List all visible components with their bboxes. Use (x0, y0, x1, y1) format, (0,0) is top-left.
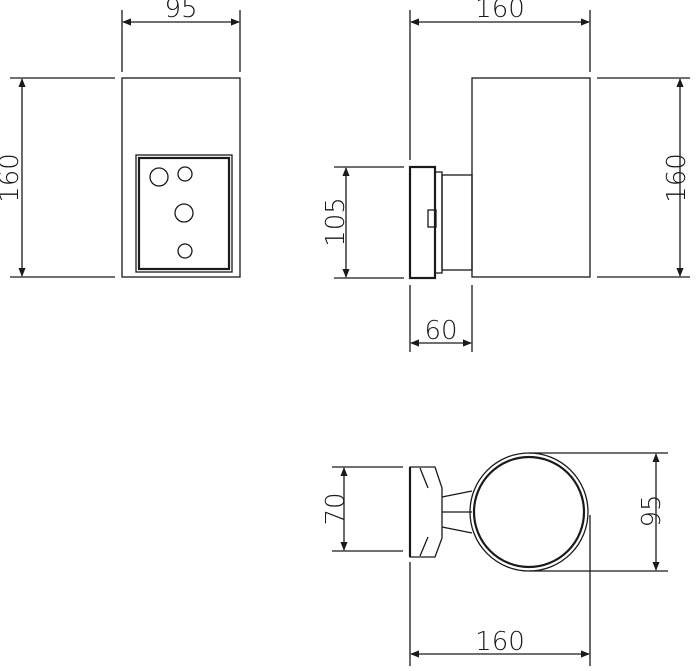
front-plate-outer (135, 154, 233, 273)
top-plate (409, 466, 443, 558)
top-cylinder-inner (472, 455, 586, 569)
front-view: 95 160 (0, 0, 241, 278)
side-body (471, 77, 591, 278)
dim-side-height: 160 (662, 153, 692, 203)
side-view: 160 160 105 60 (321, 0, 692, 352)
front-plate-inner (137, 156, 231, 271)
screw-hole-2 (177, 166, 193, 182)
dim-bracket-depth: 60 (424, 316, 457, 346)
top-cylinder-outer (469, 452, 589, 572)
dim-top-length: 160 (475, 627, 525, 657)
screw-hole-3 (174, 203, 194, 223)
dim-top-bracket: 70 (321, 492, 351, 525)
top-arm (441, 490, 473, 534)
dim-front-width: 95 (164, 0, 197, 24)
front-body (121, 77, 241, 278)
top-view: 70 95 160 (321, 452, 668, 666)
side-screw (427, 209, 437, 228)
screw-hole-4 (177, 243, 193, 259)
dim-front-height: 160 (0, 153, 25, 203)
dim-top-diameter: 95 (637, 494, 667, 527)
side-plate (408, 165, 437, 280)
side-arm (441, 174, 473, 271)
dim-bracket-height: 105 (321, 197, 351, 247)
dim-side-width: 160 (475, 0, 525, 24)
screw-hole-1 (149, 167, 169, 187)
